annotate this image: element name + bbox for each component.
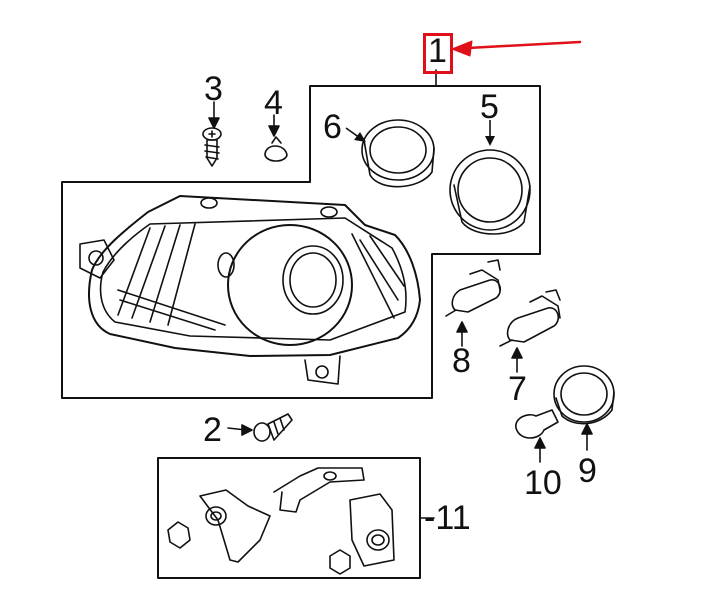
callout-5[interactable]: 5 (480, 88, 499, 126)
callout-4[interactable]: 4 (264, 84, 283, 122)
part-6-cap (361, 119, 435, 188)
highlight-arrow (451, 40, 582, 57)
headlamp-housing (79, 195, 421, 385)
part-9-cap (553, 365, 615, 451)
callout-6[interactable]: 6 (323, 108, 342, 146)
callout-10[interactable]: 10 (524, 464, 562, 502)
part-11-brackets (167, 467, 435, 575)
callout-11[interactable]: -11 (424, 499, 471, 537)
part-2-screw (227, 413, 293, 442)
part-11-box (157, 457, 421, 579)
callout-3[interactable]: 3 (204, 70, 223, 108)
callout-9[interactable]: 9 (578, 452, 597, 490)
callout-1-highlight (423, 33, 453, 74)
callout-7[interactable]: 7 (508, 370, 527, 408)
callout-1[interactable]: 1 (428, 32, 447, 70)
callout-2[interactable]: 2 (203, 411, 222, 449)
part-4-clip (264, 114, 288, 162)
part-3-screw (202, 101, 222, 167)
callout-8[interactable]: 8 (452, 342, 471, 380)
part-10-bulb (515, 409, 559, 463)
part-8-bulb (445, 259, 502, 347)
part-5-cap (449, 149, 531, 235)
assembly-outline (61, 85, 541, 399)
part-7-bulb (499, 289, 561, 373)
